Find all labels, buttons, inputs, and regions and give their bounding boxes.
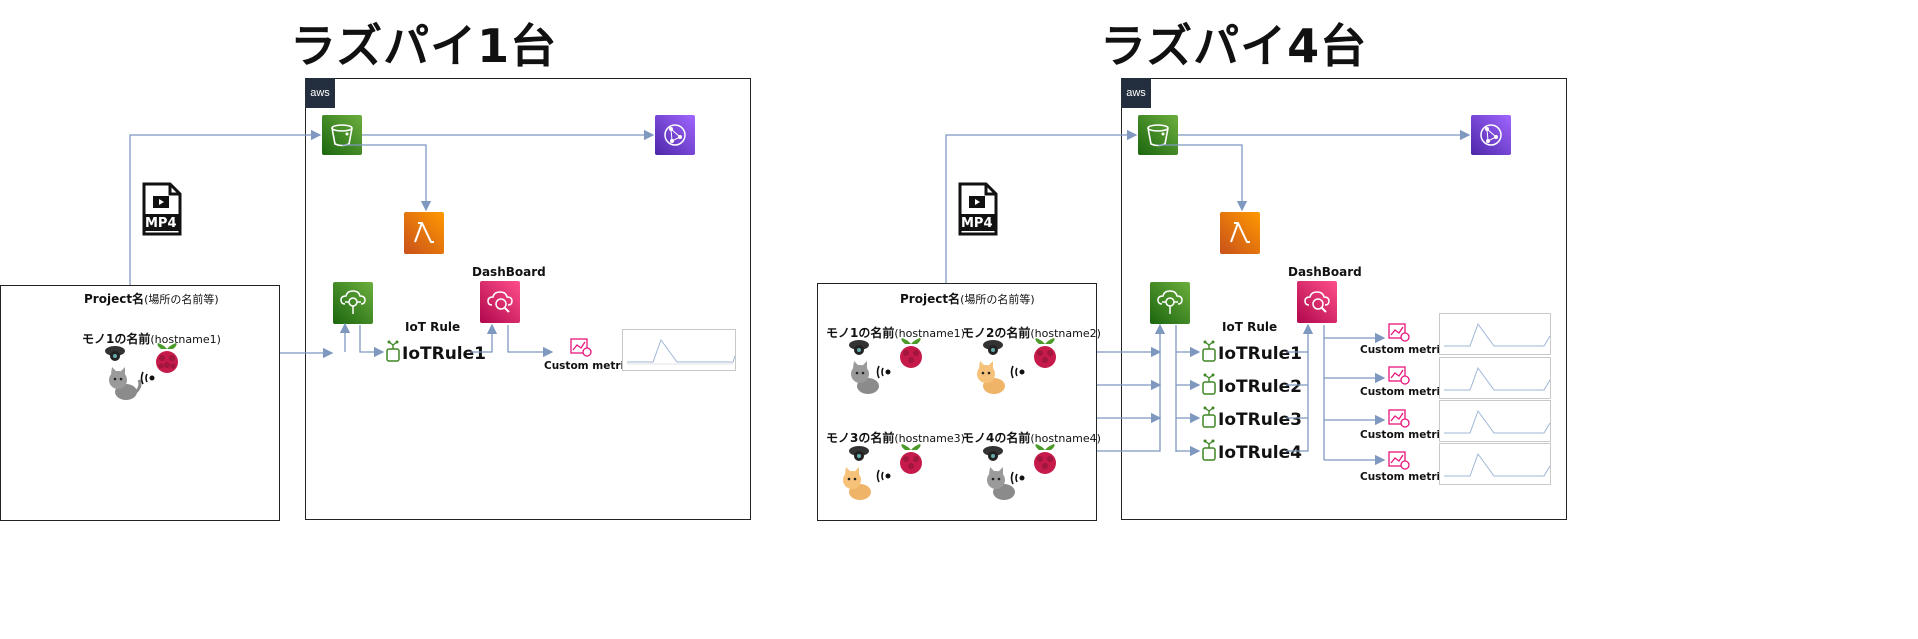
cloudfront-icon [1471,115,1511,155]
raspberry-pi-icon [896,444,926,480]
mp4-label: MP4 [145,216,177,231]
metrics-mini-chart [1439,357,1551,399]
custom-metrics-icon [1388,365,1410,389]
iot-rule-name: IoTRule4 [1218,443,1302,463]
custom-metrics-icon [570,337,592,361]
custom-metrics-icon [1388,408,1410,432]
project-label: Project名(場所の名前等) [900,292,1035,306]
cat-icon [840,466,876,506]
signal-icon [1010,470,1026,490]
iot-core-icon [1150,282,1190,324]
custom-metrics-label: Custom metrics3 [1360,429,1460,441]
thing-2-label: モノ2の名前(hostname2) [962,326,1101,340]
camera-icon [982,446,1004,466]
raspberry-pi-icon [1030,338,1060,374]
thing-3-label: モノ3の名前(hostname3) [826,431,965,445]
s3-bucket-icon [1138,115,1178,155]
raspberry-pi-icon [152,343,182,379]
left-arrows [129,129,655,359]
cat-icon [848,360,884,400]
dashboard-label: DashBoard [472,265,546,279]
dashboard-label: DashBoard [1288,265,1362,279]
camera-icon [104,346,126,366]
aws-cloud-group [1121,78,1567,520]
custom-metrics-label: Custom metrics2 [1360,386,1460,398]
aws-cloud-group [305,78,751,520]
metrics-mini-chart [1439,443,1551,485]
iot-rule-icon [1201,340,1217,366]
cloudwatch-dashboard-icon[interactable] [1297,281,1337,323]
signal-icon [140,370,156,390]
right-title: ラズパイ4台 [1100,19,1368,73]
custom-metrics-label: Custom metrics4 [1360,471,1460,483]
iot-rule-name: IoTRule2 [1218,377,1302,397]
project-box [817,283,1097,521]
custom-metrics-label: Custom metrics1 [1360,344,1460,356]
cloudwatch-dashboard-icon[interactable] [480,281,520,323]
project-label: Project名(場所の名前等) [84,292,219,306]
iot-rule-label: IoT Rule [405,320,461,334]
iot-rule-icon [1201,406,1217,432]
metrics-mini-chart [1439,313,1551,355]
lambda-icon [1220,212,1260,254]
camera-icon [848,446,870,466]
signal-icon [876,468,892,488]
aws-logo: aws [305,78,335,108]
mp4-label: MP4 [961,216,993,231]
raspberry-pi-icon [1030,444,1060,480]
aws-logo: aws [1121,78,1151,108]
camera-icon [848,340,870,360]
mp4-file-icon [142,182,182,240]
thing-4-label: モノ4の名前(hostname4) [962,431,1101,445]
signal-icon [876,364,892,384]
iot-rule-icon [1201,373,1217,399]
mp4-file-icon [958,182,998,240]
custom-metrics-label: Custom metrics1 [544,360,644,372]
metrics-mini-chart [622,329,736,371]
iot-core-icon [333,282,373,324]
metrics-mini-chart [1439,400,1551,442]
left-title: ラズパイ1台 [290,19,558,73]
cat-icon [106,366,142,406]
iot-rule-name: IoTRule1 [402,344,486,364]
thing-label: モノ1の名前(hostname1) [82,332,221,346]
thing-1-label: モノ1の名前(hostname1) [826,326,965,340]
iot-rule-name: IoTRule1 [1218,344,1302,364]
cat-icon [974,360,1010,400]
custom-metrics-icon [1388,450,1410,474]
iot-rule-label: IoT Rule [1222,320,1278,334]
iot-rule-icon [1201,439,1217,465]
camera-icon [982,340,1004,360]
raspberry-pi-icon [896,338,926,374]
custom-metrics-icon [1388,322,1410,346]
iot-rule-name: IoTRule3 [1218,410,1302,430]
lambda-icon [404,212,444,254]
s3-bucket-icon [322,115,362,155]
cat-icon [984,466,1020,506]
cloudfront-icon [655,115,695,155]
project-box [0,285,280,521]
signal-icon [1010,364,1026,384]
iot-rule-icon [385,340,401,366]
